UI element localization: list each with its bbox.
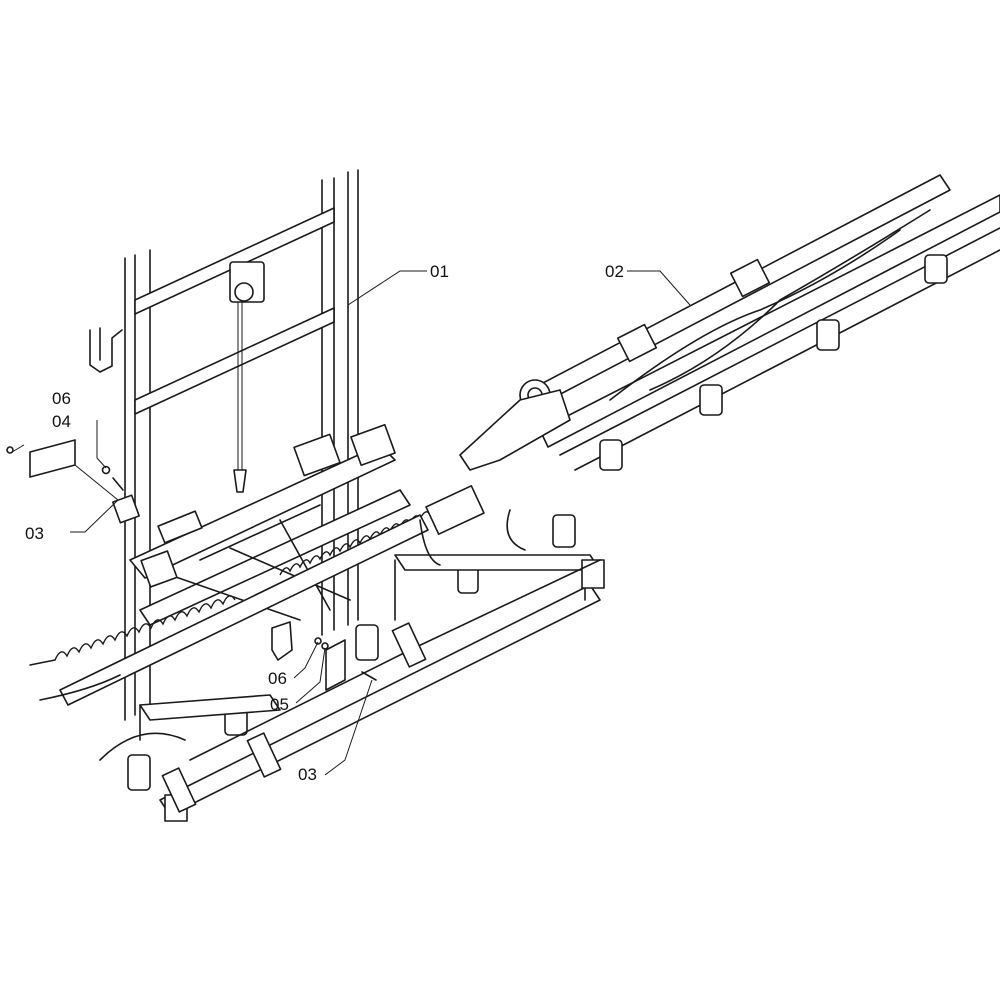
mast-frame [89, 169, 359, 721]
callout-01: 01 [430, 262, 449, 281]
callout-06-top: 06 [52, 389, 71, 408]
nozzle-body [127, 254, 948, 791]
callout-02: 02 [605, 262, 624, 281]
callout-05: 05 [270, 695, 289, 714]
callout-03-top: 03 [25, 524, 44, 543]
callout-04: 04 [52, 412, 71, 431]
callout-03-bottom: 03 [298, 765, 317, 784]
boom-arm [127, 174, 1000, 791]
exploded-fasteners-top [6, 439, 140, 524]
tension-spring [29, 485, 485, 706]
leader-lines [11, 270, 691, 776]
callout-06-mid: 06 [268, 669, 287, 688]
exploded-fasteners-mid [271, 621, 377, 691]
carrier-frame [129, 423, 411, 626]
lower-spray-frame [99, 509, 605, 822]
callout-labels: 01 02 06 04 03 06 05 03 [25, 262, 624, 784]
